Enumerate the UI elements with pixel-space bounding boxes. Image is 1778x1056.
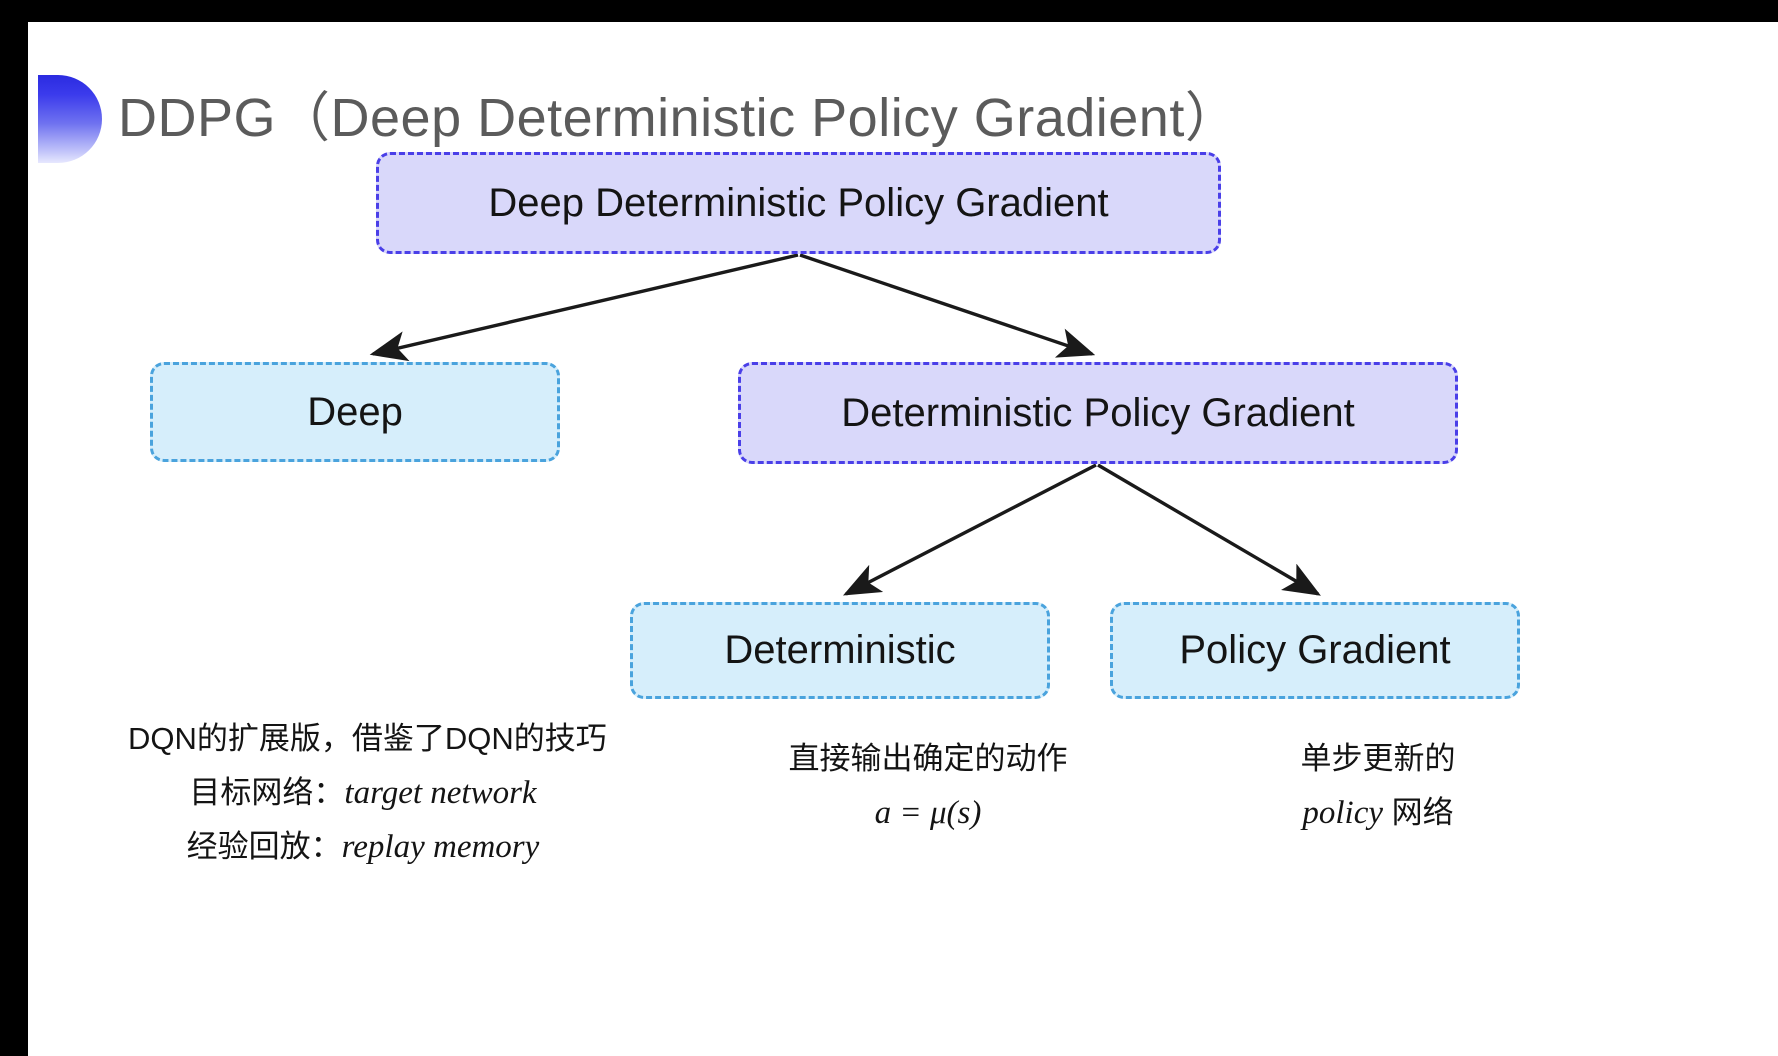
node-label: Deterministic bbox=[724, 628, 956, 672]
edge-root-to-deep bbox=[369, 253, 799, 362]
annotation-deterministic-line-1: 直接输出确定的动作 bbox=[788, 741, 1068, 776]
node-label: Deep Deterministic Policy Gradient bbox=[488, 180, 1109, 225]
annotation-deep-line-3-label: 经验回放： bbox=[186, 829, 342, 864]
node-label: Deterministic Policy Gradient bbox=[841, 390, 1355, 435]
edge-dpg-to-deterministic bbox=[842, 463, 1097, 596]
annotation-policy-gradient-term: policy bbox=[1302, 795, 1383, 831]
node-deep[interactable]: Deep bbox=[150, 362, 560, 462]
node-deterministic[interactable]: Deterministic bbox=[630, 602, 1050, 699]
edge-dpg-to-policy-gradient bbox=[1097, 463, 1321, 596]
annotation-deep-line-3-term: replay memory bbox=[341, 829, 540, 865]
annotation-deep-line-2-term: target network bbox=[344, 775, 537, 811]
node-policy-gradient[interactable]: Policy Gradient bbox=[1110, 602, 1520, 699]
annotation-policy-gradient-line-1: 单步更新的 bbox=[1300, 741, 1456, 776]
node-label: Policy Gradient bbox=[1179, 628, 1451, 672]
node-label: Deep bbox=[307, 389, 403, 434]
edge-root-to-dpg bbox=[799, 253, 1096, 358]
annotation-policy-gradient-suffix: 网络 bbox=[1383, 795, 1454, 830]
annotation-deep-line-1: DQN的扩展版，借鉴了DQN的技巧 bbox=[128, 721, 607, 756]
slide-canvas: DDPG（Deep Deterministic Policy Gradient）… bbox=[28, 22, 1778, 1056]
annotation-deep-line-3: 经验回放：replay memory bbox=[128, 820, 598, 874]
annotation-deep-line-2: 目标网络：target network bbox=[128, 766, 598, 820]
node-deterministic-policy-gradient[interactable]: Deterministic Policy Gradient bbox=[738, 362, 1458, 464]
title-bullet-shape-icon bbox=[38, 75, 102, 163]
annotation-deep: DQN的扩展版，借鉴了DQN的技巧 目标网络：target network 经验… bbox=[128, 712, 607, 874]
annotation-deterministic-formula: a = μ(s) bbox=[874, 795, 982, 831]
annotation-deep-line-2-label: 目标网络： bbox=[189, 775, 345, 810]
annotation-deterministic: 直接输出确定的动作 a = μ(s) bbox=[718, 732, 1138, 840]
annotation-policy-gradient: 单步更新的 policy 网络 bbox=[1208, 732, 1548, 840]
annotation-policy-gradient-line-2: policy 网络 bbox=[1208, 786, 1548, 840]
page-title: DDPG（Deep Deterministic Policy Gradient） bbox=[118, 88, 1240, 148]
node-deep-deterministic-policy-gradient[interactable]: Deep Deterministic Policy Gradient bbox=[376, 152, 1221, 254]
